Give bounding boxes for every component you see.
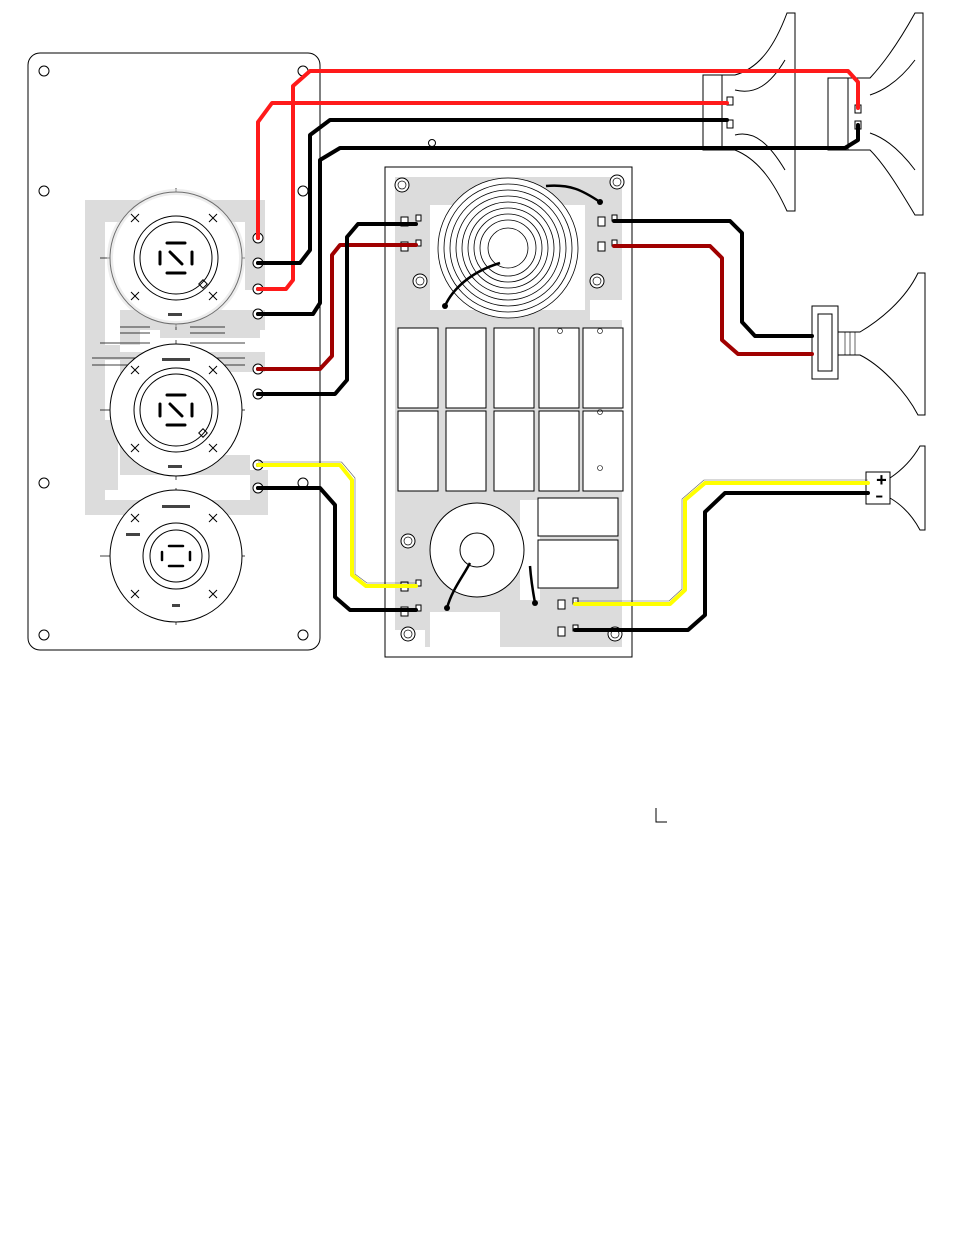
mid-horn-driver	[703, 13, 923, 215]
input-panel	[28, 53, 436, 650]
high-mid-horn-driver	[812, 273, 925, 415]
tweeter-plus-label: +	[876, 473, 887, 488]
black-wire-compression	[614, 221, 812, 336]
air-core-inductor	[438, 178, 578, 318]
crossover-board	[385, 167, 632, 657]
tweeter-minus-label: –	[876, 489, 883, 504]
corner-mark	[656, 808, 667, 822]
ferrite-inductor	[430, 503, 524, 597]
tweeter: + –	[866, 446, 925, 530]
